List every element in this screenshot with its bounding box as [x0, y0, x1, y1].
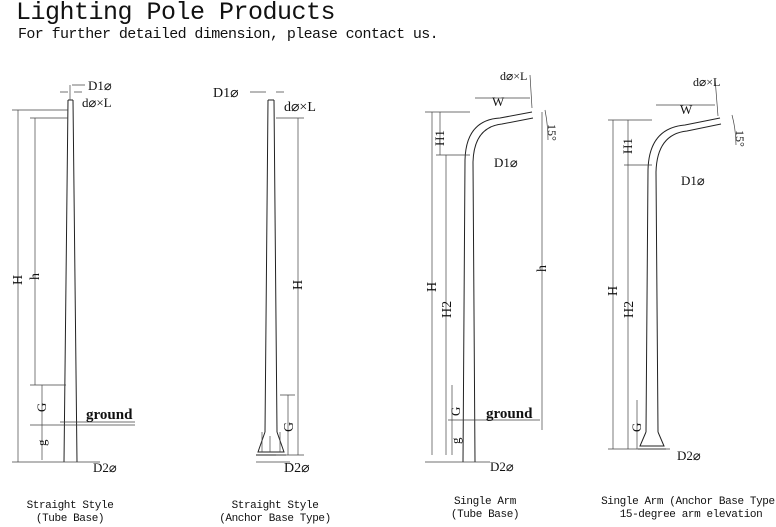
pole-with-arm [638, 117, 722, 450]
caption-line2: (Anchor Base Type) [219, 513, 331, 525]
pole-with-arm [462, 111, 534, 463]
label-H: H [425, 282, 440, 292]
caption-line2: 15-degree arm elevation [619, 509, 763, 521]
drawing-single-arm-anchor-base: d⌀×L W 15° H1 D1⌀ H H2 G D2⌀ [606, 75, 747, 463]
pole-shaft [256, 99, 286, 456]
label-H: H [606, 286, 621, 296]
label-dxl: d⌀×L [500, 69, 527, 83]
page-title: Lighting Pole Products [16, 0, 336, 27]
label-G: G [629, 423, 644, 432]
caption-line1: Single Arm (Anchor Base Type) [601, 496, 776, 508]
label-d1: D1⌀ [494, 155, 518, 170]
drawing-single-arm-tube-base: d⌀×L W 15° H1 D1⌀ H H2 h G g ground D2⌀ [425, 69, 559, 474]
caption-line2: (Tube Base) [450, 509, 520, 521]
drawing-straight-tube-base: D1⌀ d⌀×L H h G g ground D2⌀ [11, 78, 135, 475]
label-ground: ground [486, 406, 533, 422]
label-d1: D1⌀ [88, 78, 112, 93]
label-G: G [448, 407, 463, 416]
pole-shaft [63, 99, 78, 463]
label-dxl: d⌀×L [82, 95, 112, 110]
drawing-straight-anchor-base: D1⌀ d⌀×L H G D2⌀ [213, 86, 316, 476]
label-ground: ground [86, 407, 133, 423]
label-W: W [492, 94, 505, 109]
label-G: G [34, 403, 49, 412]
page-subtitle: For further detailed dimension, please c… [18, 26, 439, 43]
caption-straight-anchor-base: Straight Style (Anchor Base Type) [205, 500, 345, 526]
label-g: g [34, 439, 49, 446]
label-dxl: d⌀×L [693, 75, 720, 89]
caption-single-arm-tube-base: Single Arm (Tube Base) [430, 496, 540, 522]
label-angle: 15° [545, 124, 559, 141]
caption-single-arm-anchor-base: Single Arm (Anchor Base Type) 15-degree … [598, 496, 776, 522]
label-H: H [291, 280, 306, 290]
caption-line1: Straight Style [26, 500, 114, 512]
label-dxl: d⌀×L [284, 100, 316, 115]
label-H2: H2 [440, 301, 455, 318]
label-d2: D2⌀ [93, 460, 117, 475]
label-H2: H2 [622, 301, 637, 318]
label-h: h [28, 273, 43, 280]
caption-line2: (Tube Base) [35, 513, 105, 525]
label-G: G [282, 422, 297, 432]
label-angle: 15° [733, 130, 747, 147]
label-d1: D1⌀ [681, 173, 705, 188]
caption-straight-tube-base: Straight Style (Tube Base) [10, 500, 130, 526]
caption-line1: Straight Style [231, 500, 319, 512]
label-g: g [448, 437, 463, 444]
caption-line1: Single Arm [453, 496, 516, 508]
label-d2: D2⌀ [677, 448, 701, 463]
label-d2: D2⌀ [490, 459, 514, 474]
label-d2: D2⌀ [284, 461, 310, 476]
label-h: h [535, 265, 550, 272]
label-H1: H1 [620, 138, 635, 154]
label-W: W [680, 102, 693, 117]
label-H1: H1 [432, 130, 447, 146]
label-H: H [11, 275, 26, 285]
label-d1: D1⌀ [213, 86, 239, 101]
